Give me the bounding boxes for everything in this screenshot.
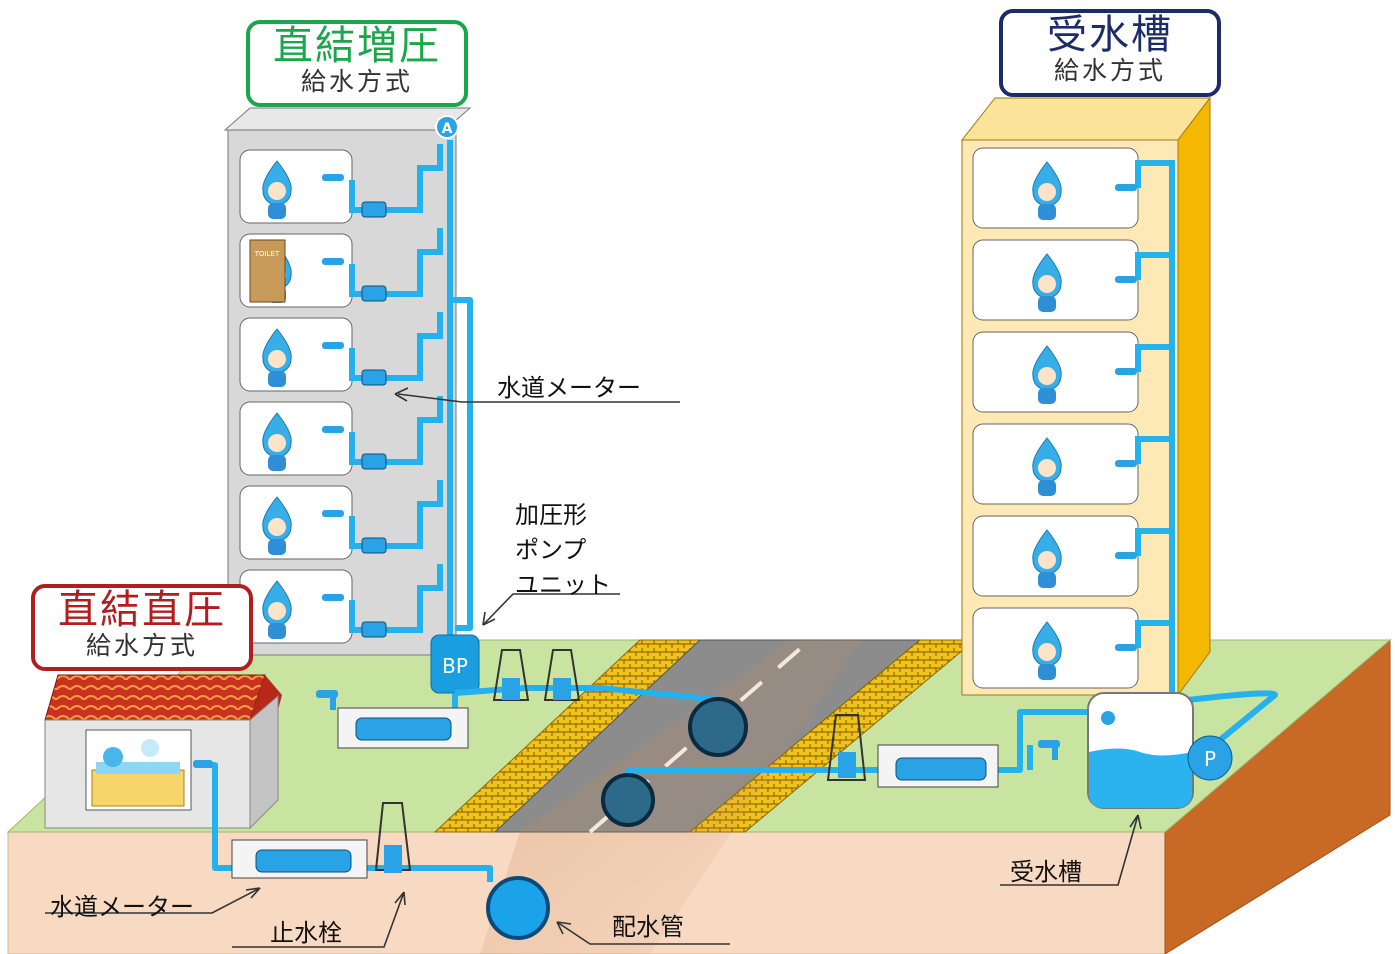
label-stop-valve: 止水栓	[270, 919, 342, 947]
faucet-icon	[1115, 184, 1137, 191]
stop-valve-upper-2	[543, 649, 581, 701]
house-faucet	[193, 760, 213, 768]
tank-building	[960, 96, 1212, 697]
riser-marker-a-label: A	[442, 121, 453, 137]
direct-title-main: 直結直圧	[58, 587, 226, 633]
booster-floor-panel	[239, 564, 443, 644]
direct-title-sub: 給水方式	[85, 631, 198, 660]
stop-valve-lower	[374, 802, 412, 873]
label-booster-pump-line2: ポンプ	[515, 536, 587, 564]
tank-floor-panel	[972, 423, 1172, 505]
water-drop-mascot-icon	[1032, 345, 1062, 404]
tank-floor-panel	[972, 607, 1172, 689]
meter-pit-upper	[337, 707, 469, 749]
faucet-icon	[1115, 644, 1137, 651]
tank-floor-panel	[972, 147, 1172, 229]
meter-pit-right	[877, 744, 999, 788]
booster-pipes	[447, 140, 473, 640]
tank-title: 受水槽 給水方式	[999, 9, 1221, 97]
water-drop-mascot-icon	[1032, 437, 1062, 496]
faucet-icon	[1115, 368, 1137, 375]
water-drop-mascot-icon	[1032, 253, 1062, 312]
faucet-icon	[1115, 276, 1137, 283]
booster-title-main: 直結増圧	[273, 23, 441, 69]
faucet-icon	[1115, 460, 1137, 467]
tank-pump-label: P	[1204, 747, 1216, 771]
water-drop-mascot-icon	[1032, 161, 1062, 220]
booster-title: 直結増圧 給水方式	[246, 20, 468, 107]
label-meter-lower: 水道メーター	[50, 893, 194, 921]
faucet-icon	[322, 258, 344, 265]
faucet-icon	[322, 342, 344, 349]
ground-faucet-right	[1038, 740, 1060, 760]
water-drop-mascot-icon	[262, 412, 292, 471]
water-drop-mascot-icon	[262, 328, 292, 387]
ground-faucet-left	[316, 690, 338, 710]
tank-pump: P	[1187, 735, 1233, 781]
tank-title-main: 受水槽	[1047, 12, 1173, 58]
booster-floor-panel	[239, 480, 443, 560]
tank-floor-panel	[972, 515, 1172, 597]
label-booster-pump-line1: 加圧形	[515, 501, 587, 529]
faucet-icon	[322, 174, 344, 181]
label-tank: 受水槽	[1010, 858, 1082, 886]
water-drop-mascot-icon	[1032, 621, 1062, 680]
faucet-icon	[322, 426, 344, 433]
booster-title-sub: 給水方式	[300, 67, 413, 96]
booster-pump-label: BP	[442, 654, 468, 678]
callout-lines	[45, 387, 1142, 948]
small-house	[44, 674, 282, 830]
stop-valve-right	[826, 714, 867, 781]
tank-floor-panel	[972, 331, 1172, 413]
label-meter-upper: 水道メーター	[497, 374, 641, 402]
label-booster-pump-line3: ユニット	[515, 571, 611, 599]
booster-pump-unit: BP	[430, 634, 480, 694]
booster-floor-panel	[239, 144, 443, 224]
booster-floor-panel	[239, 396, 443, 476]
meter-pit-lower	[231, 839, 368, 879]
label-main-pipe: 配水管	[612, 913, 684, 941]
water-drop-mascot-icon	[262, 580, 292, 639]
distribution-main	[486, 697, 748, 940]
stop-valve-upper-1	[492, 649, 530, 701]
faucet-icon	[322, 594, 344, 601]
riser-marker-a	[435, 115, 459, 139]
tank-title-sub: 給水方式	[1053, 56, 1166, 85]
receiving-tank	[1087, 692, 1194, 809]
direct-title: 直結直圧 給水方式	[31, 584, 253, 671]
water-drop-mascot-icon	[1032, 529, 1062, 588]
water-drop-mascot-icon	[262, 160, 292, 219]
water-drop-mascot-icon	[262, 496, 292, 555]
faucet-icon	[322, 510, 344, 517]
toilet-sign-label: TOILET	[254, 250, 280, 258]
tank-floor-panel	[972, 239, 1172, 321]
booster-building: TOILET	[223, 107, 472, 656]
faucet-icon	[1115, 552, 1137, 559]
booster-floor-panel	[239, 312, 443, 392]
toilet-door-icon: TOILET	[249, 239, 286, 303]
